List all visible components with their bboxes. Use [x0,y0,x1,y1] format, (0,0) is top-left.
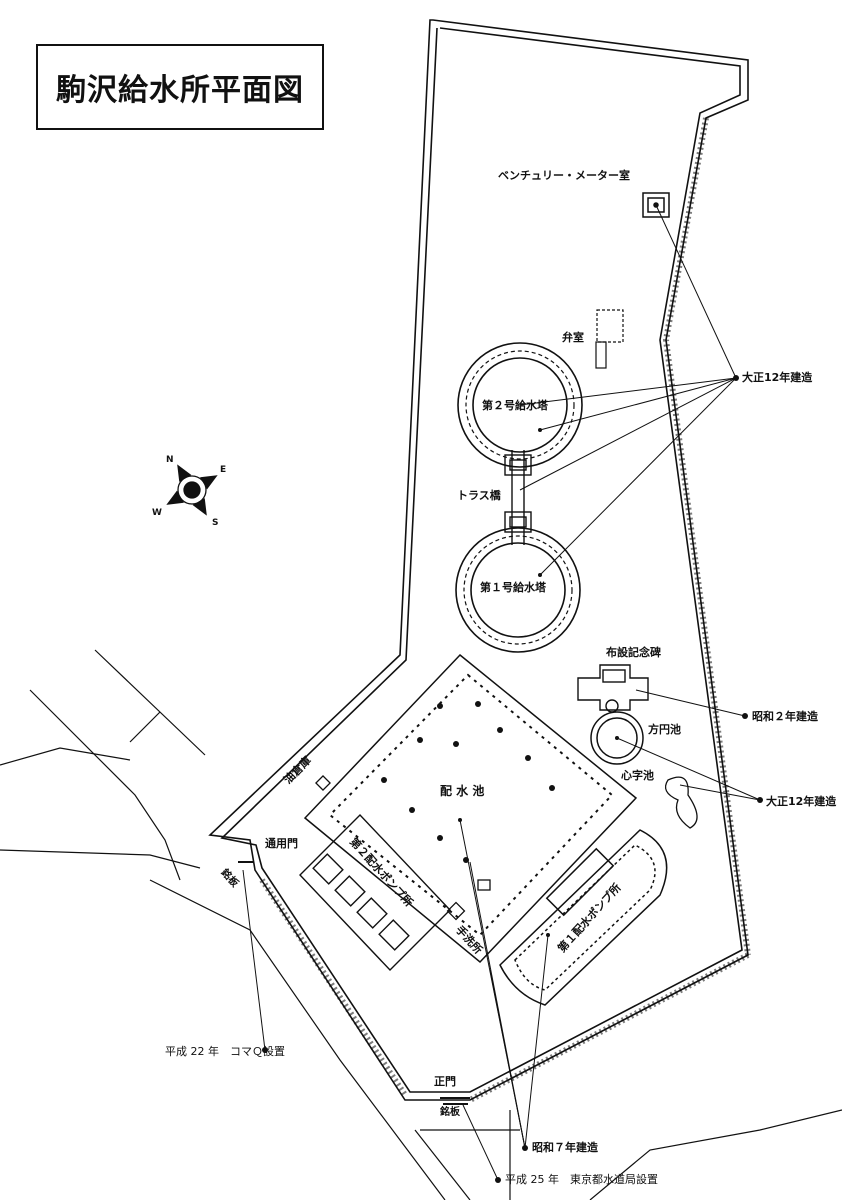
label-plaque-right: 銘板 [440,1107,460,1118]
distribution-reservoir [303,653,638,964]
streets [0,649,842,1200]
label-valve-room: 弁室 [562,331,584,344]
label-square-pond: 方円池 [648,723,681,736]
leader-lines [242,204,761,1181]
compass-north: N [166,455,174,465]
gates [238,861,470,1105]
label-venturi-meter-room: ベンチュリー・メーター室 [498,169,630,182]
compass-east: E [220,465,227,475]
reservoir-columns [381,701,555,863]
annotation-showa7: 昭和７年建造 [532,1141,598,1154]
label-main-gate: 正門 [434,1075,456,1088]
annotation-heisei22: 平成 22 年 コマＱ設置 [165,1045,285,1058]
leader-dots [262,203,763,1183]
label-side-gate: 通用門 [265,837,298,850]
annotation-taisho12-a: 大正12年建造 [742,371,813,384]
water-tower-1 [455,527,581,653]
square-circle-pond [590,711,644,765]
compass-west: W [152,508,162,518]
map-title: 駒沢給水所平面図 [56,73,304,108]
monument [577,664,649,713]
label-reservoir: 配 水 池 [440,784,485,798]
water-tower-2 [457,342,583,468]
map-title-box: 駒沢給水所平面図 [36,44,324,130]
site-boundary-wall [208,19,749,1101]
east-fence [259,117,751,1103]
pump-station-1 [499,829,668,1006]
pump-station-2 [299,813,451,972]
label-truss-bridge: トラス橋 [457,489,501,502]
annotation-showa2: 昭和２年建造 [752,710,818,723]
label-tower-1: 第１号給水塔 [480,581,546,594]
label-monument: 布設記念碑 [606,646,661,659]
label-heart-pond: 心字池 [621,769,654,782]
label-tower-2: 第２号給水塔 [482,399,548,412]
truss-bridge [504,450,532,545]
compass-south: S [212,518,219,528]
valve-room [595,309,624,369]
compass-rose [166,464,218,516]
annotation-heisei25: 平成 25 年 東京都水道局設置 [505,1173,658,1186]
annotation-taisho12-b: 大正12年建造 [766,795,837,808]
heart-pond [664,776,698,829]
small-structures [315,775,491,921]
